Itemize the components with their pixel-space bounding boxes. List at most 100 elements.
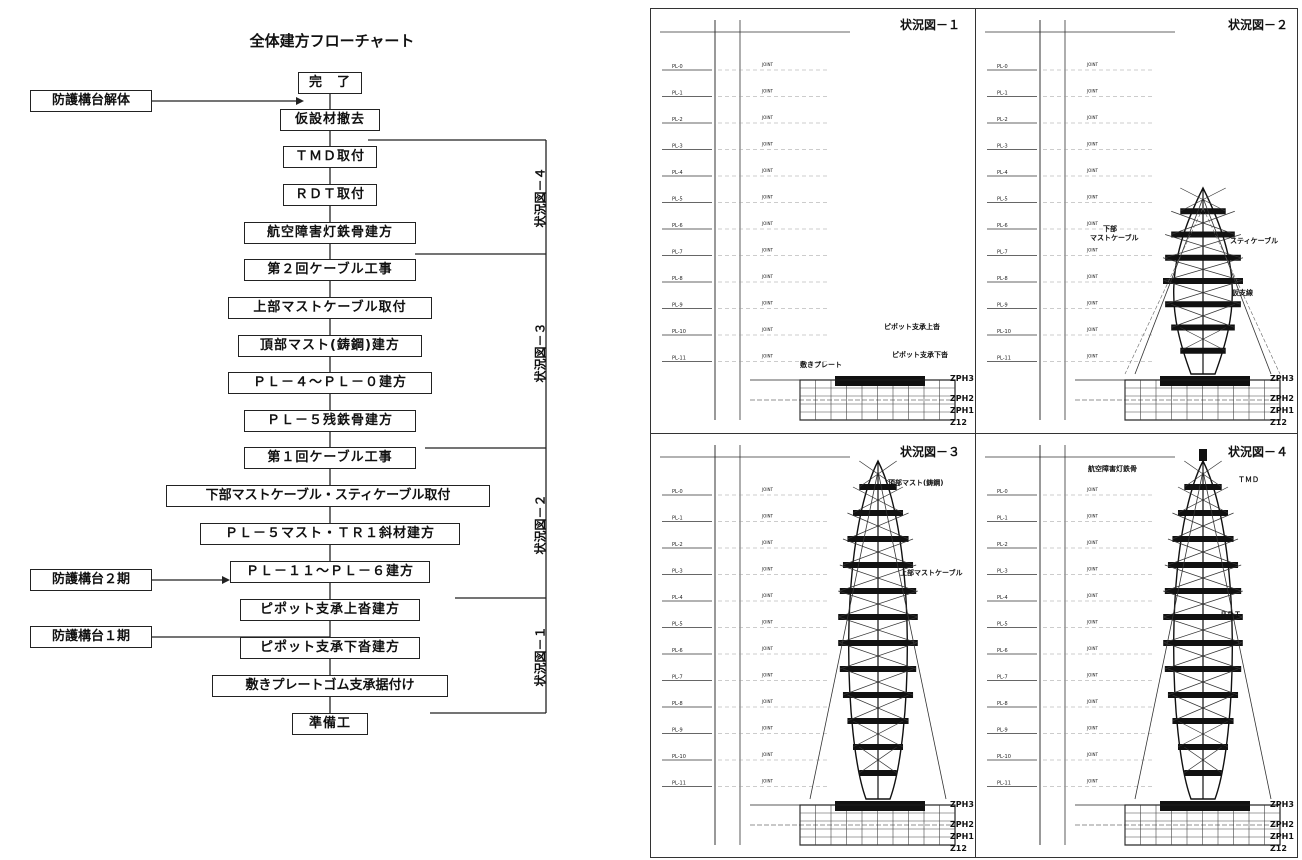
level-label: PL-9 [997,303,1008,309]
joint-label: JOINT [761,354,774,359]
mast-brace [1164,564,1242,592]
joint-label: JOINT [761,646,774,651]
level-label: PL-2 [672,542,683,548]
legend-zph2-p2: ZPH2 [1270,394,1294,403]
mast-brace [842,538,914,566]
mast-brace [1163,616,1243,644]
legend-zph3-p1: ZPH3 [950,374,974,383]
panel-title-1: 状況図－１ [900,18,961,32]
joint-label: JOINT [1086,593,1099,598]
step-pl5-mast-tr1: ＰＬ－５マスト・ＴＲ１斜材建方 [200,523,460,545]
mast-ring [1164,588,1242,594]
level-label: PL-11 [672,356,686,362]
level-label: PL-5 [672,622,683,628]
level-label: PL-5 [997,622,1008,628]
level-label: PL-0 [672,489,683,495]
mast-brace [847,512,909,540]
joint-label: JOINT [1086,514,1099,519]
step-remove-temporary: 仮設材撤去 [280,109,380,131]
mast-brace [838,616,918,644]
note-pivot-lower: ピポット支承下沓 [892,351,948,359]
level-label: PL-8 [997,276,1008,282]
mast-ring [847,536,909,542]
joint-label: JOINT [761,248,774,253]
level-label: PL-6 [997,223,1008,229]
joint-label: JOINT [1086,487,1099,492]
level-label: PL-3 [997,144,1008,150]
mast-ring [859,484,897,490]
level-label: PL-6 [672,223,683,229]
joint-label: JOINT [761,699,774,704]
level-label: PL-0 [997,489,1008,495]
joint-label: JOINT [1086,301,1099,306]
level-label: PL-5 [672,197,683,203]
joint-label: JOINT [761,195,774,200]
joint-label: JOINT [761,487,774,492]
level-label: PL-7 [997,250,1008,256]
joint-label: JOINT [1086,673,1099,678]
mast-brace [1180,187,1226,212]
mast-brace [838,590,918,618]
mast-brace [1177,720,1229,748]
stay-cable [877,470,947,800]
step-preparation: 準備工 [292,713,368,735]
stay-cable [1202,470,1272,800]
drawing-panel-4 [975,433,1298,858]
temp-cable [1124,207,1204,375]
stay-cable [1202,197,1272,375]
legend-z12-p2: Z12 [1270,418,1287,427]
base-plate [1160,376,1250,386]
note-stay-cable: スティケーブル [1230,237,1279,245]
level-label: PL-4 [672,170,683,176]
legend-zph3-p2: ZPH3 [1270,374,1294,383]
note-temp-wire: 仮支線 [1232,289,1253,297]
stay-cable [809,470,879,800]
mast-brace [1165,234,1241,259]
joint-label: JOINT [1086,327,1099,332]
step-aviation-light: 航空障害灯鉄骨建方 [244,222,416,244]
joint-label: JOINT [1086,89,1099,94]
level-label: PL-8 [672,276,683,282]
joint-label: JOINT [1086,221,1099,226]
step-pl5-remaining: ＰＬ－５残鉄骨建方 [244,410,416,432]
joint-label: JOINT [1086,646,1099,651]
mast-brace [1172,512,1234,540]
joint-label: JOINT [761,540,774,545]
joint-label: JOINT [1086,567,1099,572]
mast-ring [1167,562,1239,568]
joint-label: JOINT [761,726,774,731]
mast-brace [1165,280,1241,305]
legend-zph1-p2: ZPH1 [1270,406,1294,415]
mast-brace [859,746,897,774]
level-label: PL-2 [997,542,1008,548]
step-cable-2: 第２回ケーブル工事 [244,259,416,281]
mast-ring [1171,324,1235,331]
mast-ring [842,562,914,568]
joint-label: JOINT [1086,168,1099,173]
mast-ring [1184,770,1222,776]
level-label: PL-4 [997,170,1008,176]
joint-label: JOINT [761,115,774,120]
mast-ring [1172,536,1234,542]
mast-ring [838,640,918,646]
mast-ring [1180,347,1226,354]
joint-label: JOINT [761,142,774,147]
mast-brace [1180,327,1226,352]
level-label: PL-10 [672,754,686,760]
joint-label: JOINT [1086,779,1099,784]
mast-brace [839,564,917,592]
level-label: PL-3 [672,144,683,150]
mast-brace [1167,668,1239,696]
mast-ring [1177,510,1229,516]
mast-ring [839,588,917,594]
note-tmd: ＴＭＤ [1238,476,1259,484]
side-stage-2: 防護構台２期 [30,569,152,591]
legend-z12-p1: Z12 [950,418,967,427]
mast-brace [1164,642,1242,670]
mast-ring [838,614,918,620]
legend-z12-p4: Z12 [1270,844,1287,853]
aviation-light-steel [1199,449,1207,461]
level-label: PL-0 [672,64,683,70]
joint-label: JOINT [1086,195,1099,200]
mast-brace [839,642,917,670]
